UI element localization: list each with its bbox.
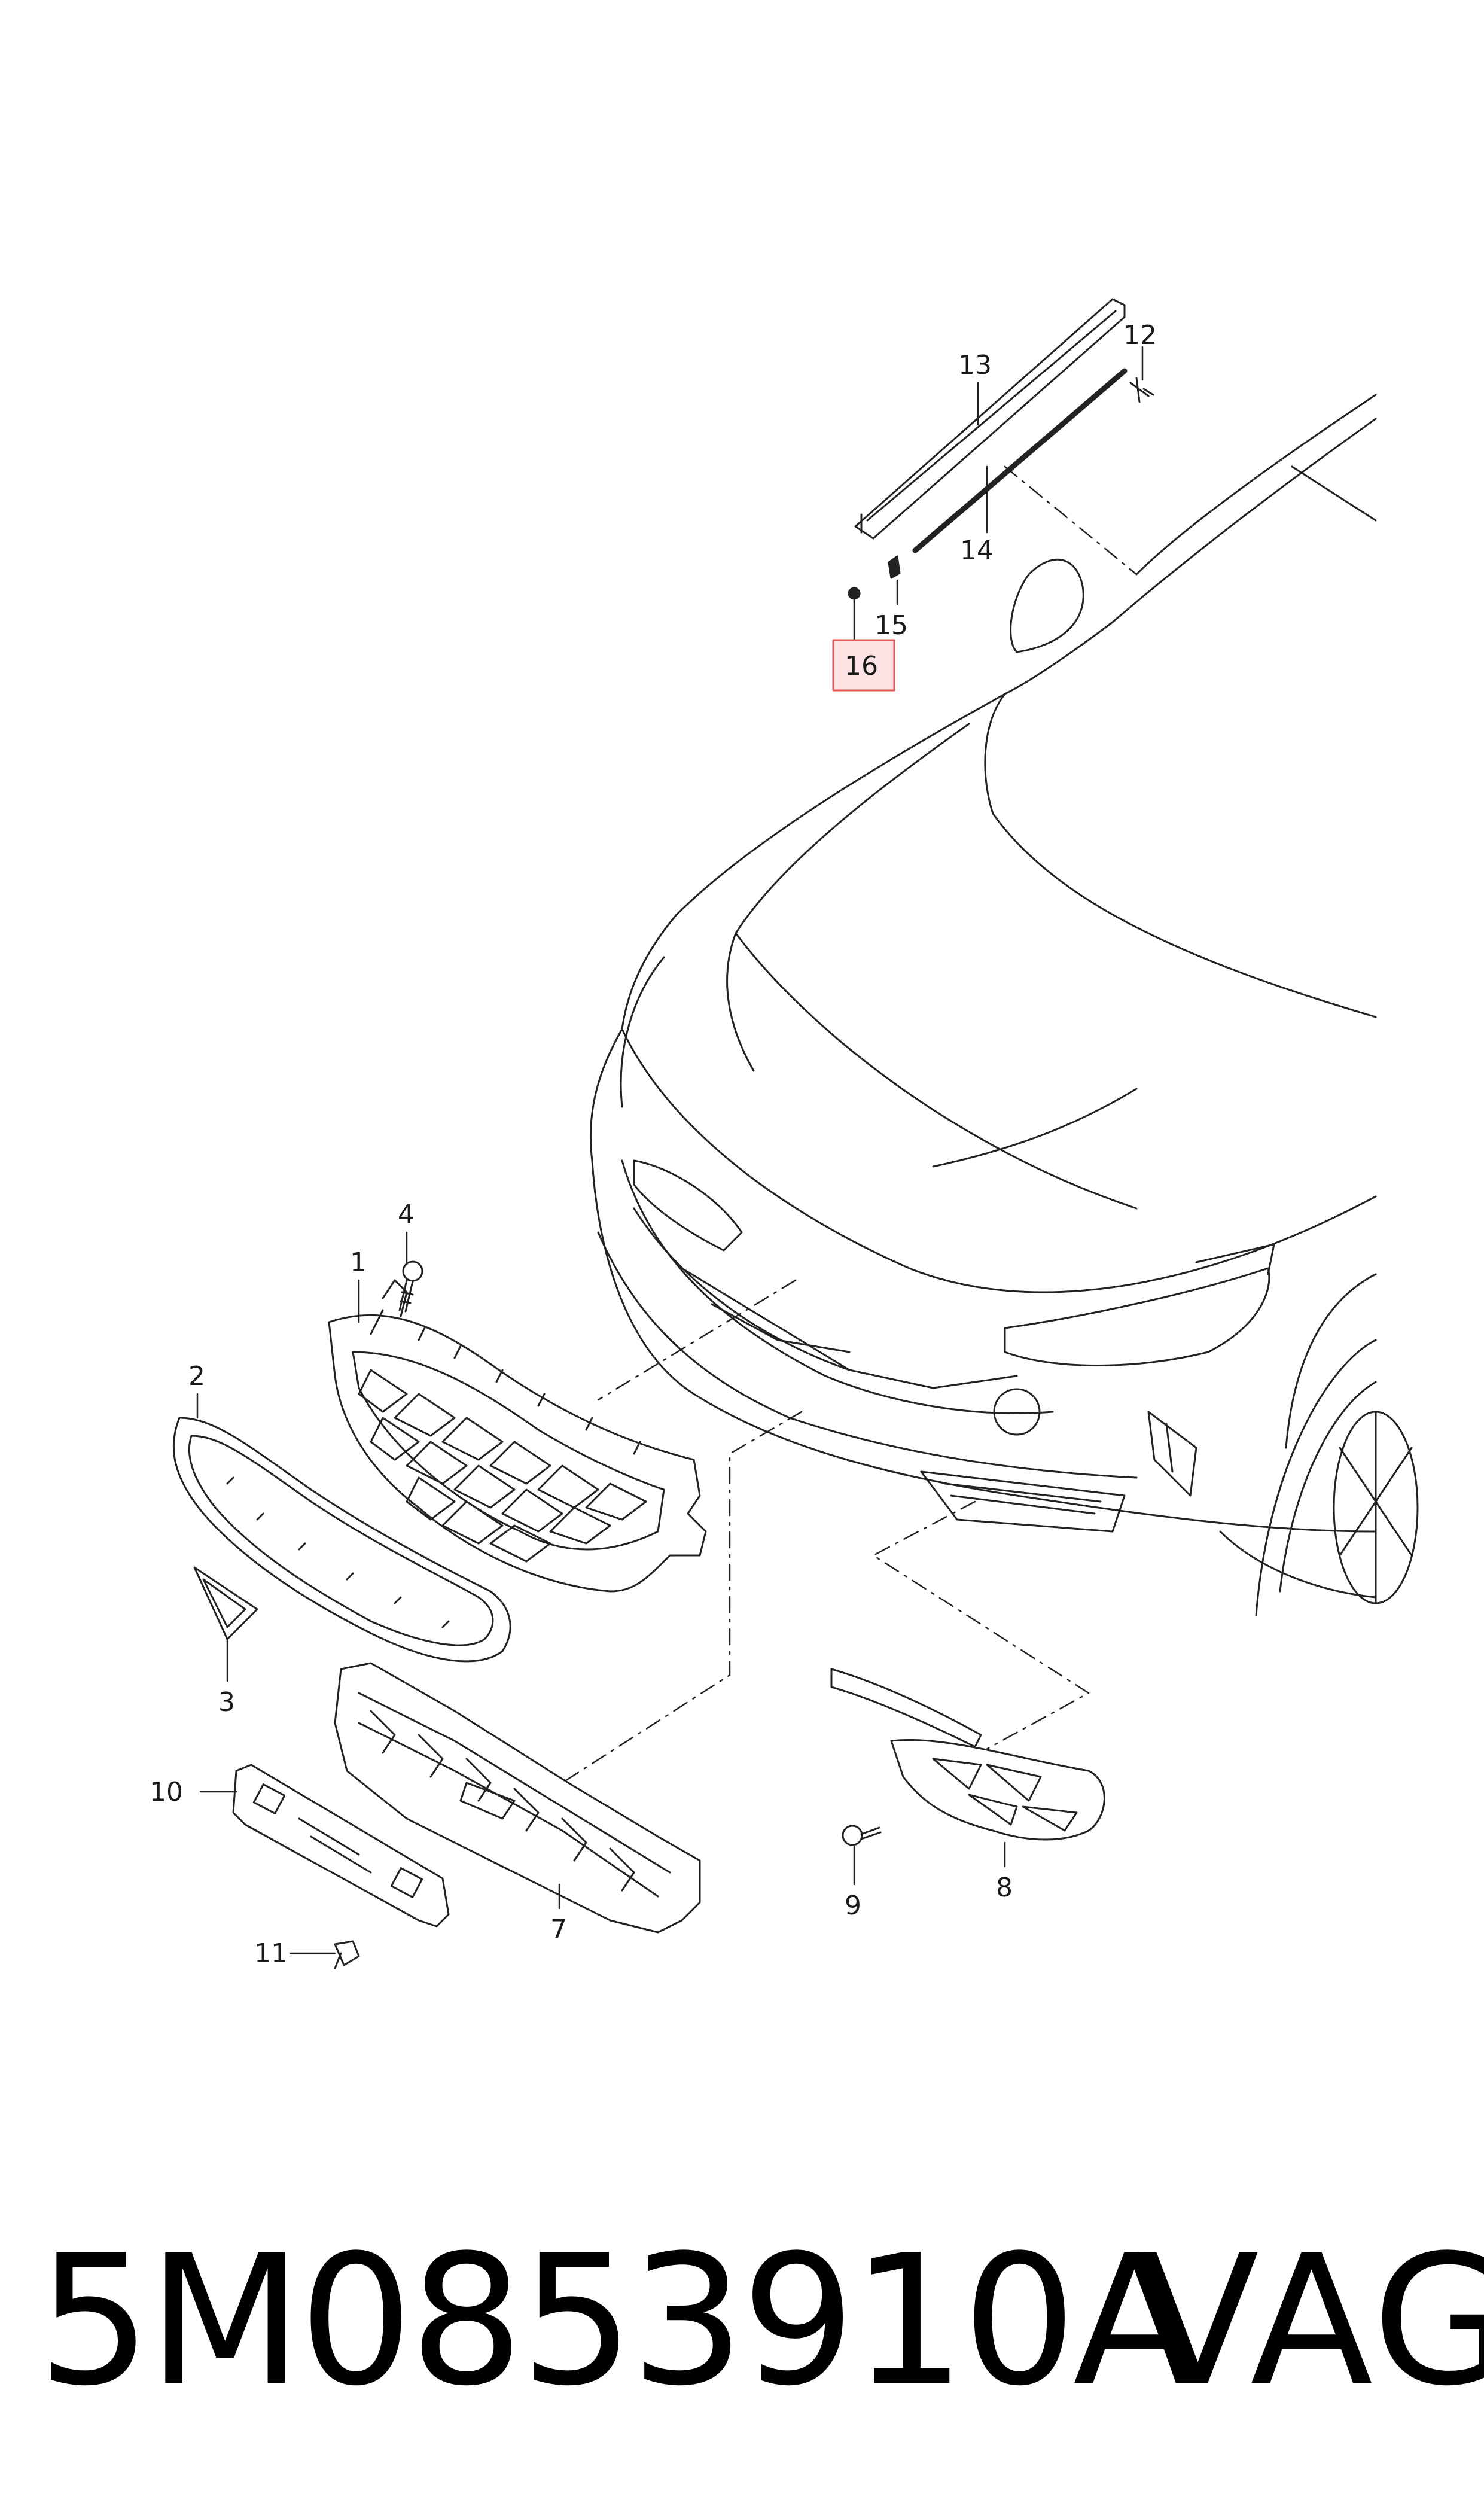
part-8-side-trim (830, 1668, 1105, 1841)
part-16-nut (848, 587, 861, 600)
part-4-screw (398, 1260, 423, 1313)
brand-name: VAG (1136, 2216, 1484, 2425)
callout-10: 10 (150, 1777, 183, 1807)
callout-2: 2 (188, 1361, 205, 1392)
part-9-bolt (842, 1825, 882, 1846)
part-12-clip (1129, 377, 1154, 403)
part-1-upper-grille (328, 1279, 707, 1593)
callout-16: 16 (845, 651, 878, 681)
callout-1: 1 (350, 1247, 367, 1278)
callout-16-highlight (832, 639, 895, 692)
callout-11: 11 (254, 1938, 288, 1969)
callout-4: 4 (398, 1199, 415, 1230)
part-2-grille-frame (172, 1417, 511, 1663)
callout-8: 8 (996, 1872, 1013, 1903)
callout-7: 7 (550, 1914, 567, 1945)
part-number: 5M0853910A (37, 2216, 1196, 2425)
callout-12: 12 (1123, 320, 1157, 351)
callout-9: 9 (845, 1890, 861, 1921)
part-10-plate-holder (232, 1764, 450, 1928)
dashed-leaders (561, 465, 1138, 1784)
callout-13: 13 (958, 350, 992, 380)
callout-3: 3 (218, 1687, 235, 1718)
callout-15: 15 (874, 610, 908, 641)
part-14-seal (912, 368, 1128, 553)
part-15-clip (888, 555, 901, 579)
part-11-clip (334, 1940, 360, 1969)
callout-leaders (196, 346, 1144, 1954)
part-13-trim-strip (854, 298, 1126, 540)
part-3-badge (193, 1566, 258, 1640)
footer: 5M0853910A VAG (0, 2213, 1484, 2429)
car-body-outline (589, 394, 1419, 1616)
part-7-lower-grille (334, 1662, 701, 1934)
callout-14: 14 (960, 535, 994, 566)
